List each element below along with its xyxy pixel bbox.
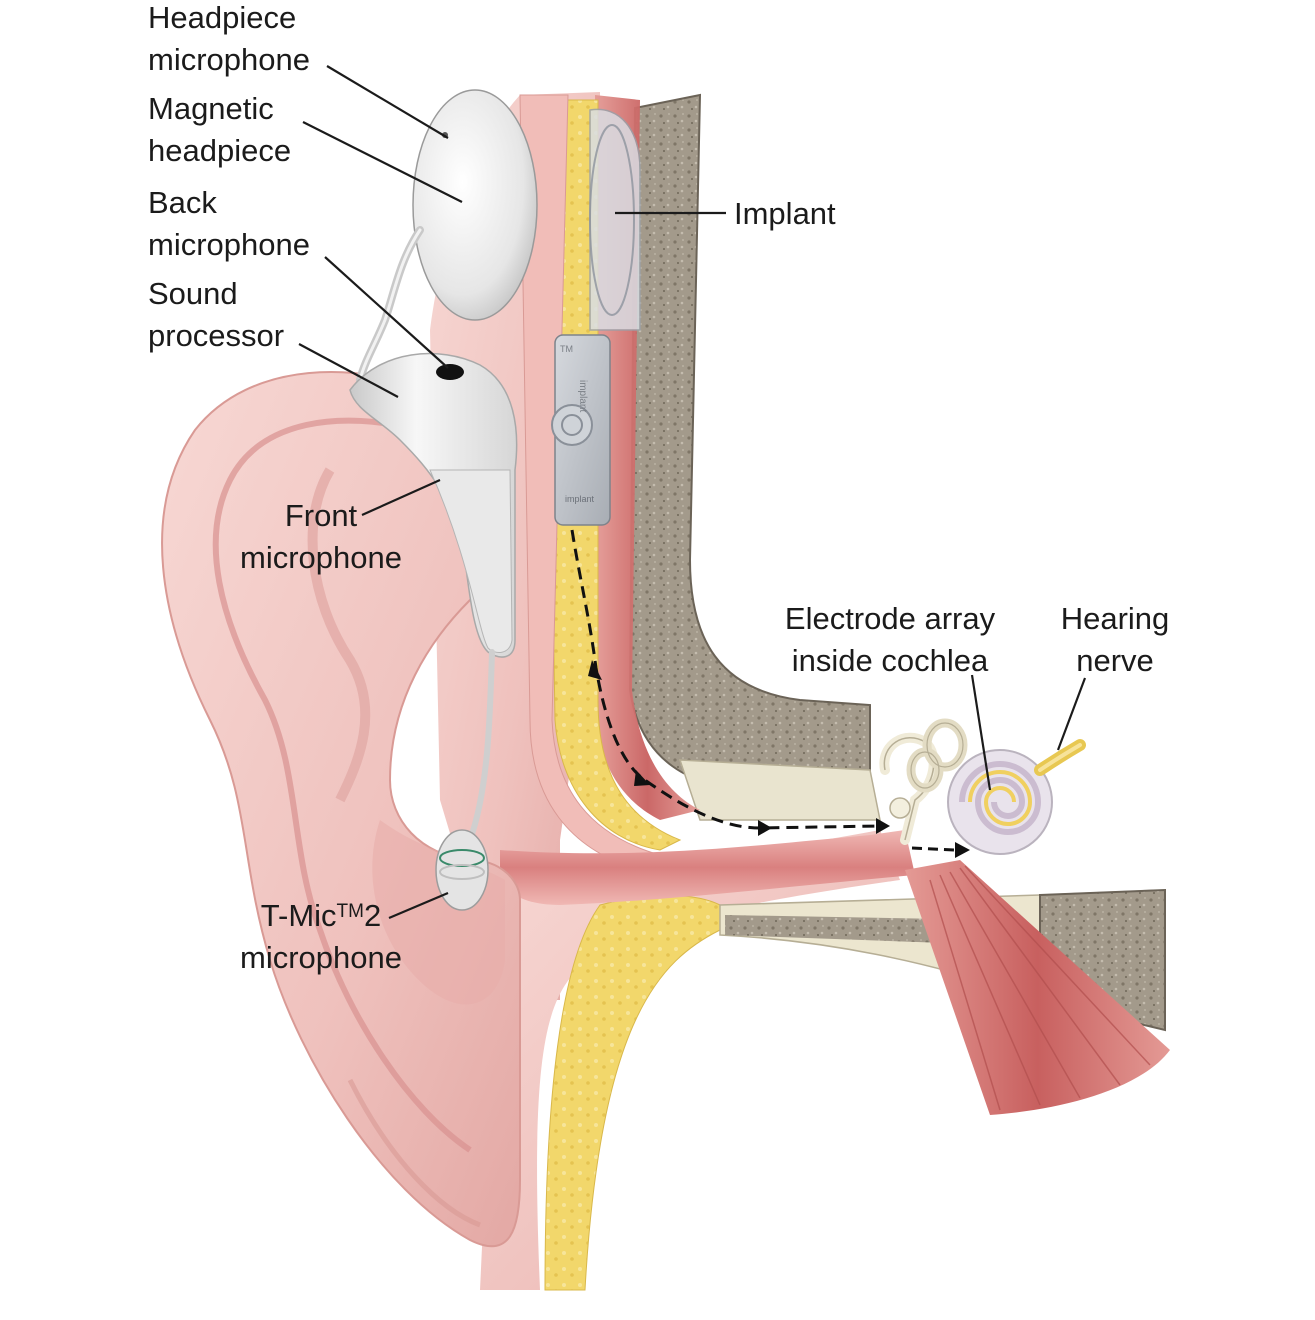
label-sound-processor: Sound processor [148, 273, 284, 357]
label-hearing-nerve-line1: Hearing [1060, 601, 1170, 636]
lead-arrow-1 [588, 660, 602, 680]
fat-layer-lower [544, 895, 721, 1291]
label-electrode-array-line1: Electrode array [784, 601, 996, 636]
label-hearing-nerve-line2: nerve [1076, 643, 1154, 678]
cochlea-arrow [955, 842, 970, 858]
label-front-microphone-line1: Front [284, 498, 358, 533]
fat-layer-vertical [547, 99, 682, 851]
label-front-microphone: Front microphone [226, 495, 416, 579]
label-implant: Implant [734, 196, 836, 231]
muscle-fan-fibers [929, 865, 1151, 1111]
back-microphone-port [436, 364, 464, 380]
label-sound-processor-line2: processor [148, 318, 285, 353]
ear-canal [500, 830, 915, 905]
leader-headpiece-microphone [326, 65, 449, 139]
label-t-mic-prefix: T-Mic [260, 898, 337, 933]
label-hearing-nerve: Hearing nerve [1045, 598, 1185, 682]
leader-electrode-array [970, 674, 992, 791]
lead-arrow-2 [634, 770, 650, 786]
lead-arrow-3 [758, 820, 772, 836]
label-sound-processor-line1: Sound [148, 276, 238, 311]
label-electrode-array-line2: inside cochlea [791, 643, 989, 678]
cochlea [947, 749, 1053, 855]
sound-processor-lower [429, 469, 513, 653]
leader-front-microphone [361, 478, 441, 517]
ear-pinna [161, 371, 521, 1248]
label-magnetic-headpiece-line2: headpiece [148, 133, 292, 168]
label-headpiece-microphone-line1: Headpiece [148, 0, 297, 35]
label-back-microphone: Back microphone [148, 182, 310, 266]
label-t-mic-suffix: 2 [363, 898, 382, 933]
leader-hearing-nerve [1056, 677, 1087, 751]
temporal-bone-vertical [628, 93, 871, 791]
label-headpiece-microphone: Headpiece microphone [148, 0, 310, 81]
label-t-mic-line1: T-MicTM2 [226, 895, 416, 937]
implant-small-label: implant [565, 494, 595, 504]
ear-helix-fold [212, 417, 472, 1153]
label-t-mic-superscript: TM [336, 901, 364, 922]
leader-sound-processor [298, 343, 399, 398]
magnetic-headpiece [412, 89, 538, 321]
label-electrode-array: Electrode array inside cochlea [770, 598, 1010, 682]
label-magnetic-headpiece: Magnetic headpiece [148, 88, 291, 172]
leader-t-mic [388, 891, 449, 920]
t-mic-2 [435, 829, 489, 911]
label-t-mic-line2: microphone [240, 940, 402, 975]
leader-magnetic-headpiece [302, 121, 463, 203]
implant: TM implant [551, 108, 641, 526]
implant-brand-vertical: implant [577, 380, 588, 413]
label-front-microphone-line2: microphone [240, 540, 402, 575]
lead-arrow-4 [876, 818, 890, 834]
leader-back-microphone [324, 256, 449, 369]
electrode-lead-path [570, 529, 881, 830]
label-magnetic-headpiece-line1: Magnetic [148, 91, 274, 126]
leader-lines [298, 65, 1087, 920]
label-t-mic: T-MicTM2 microphone [226, 895, 416, 979]
muscle-fan [905, 860, 1170, 1115]
label-back-microphone-line2: microphone [148, 227, 310, 262]
ear-lobe-shade [347, 1078, 481, 1228]
bone-slab-upper [678, 759, 881, 821]
label-headpiece-microphone-line2: microphone [148, 42, 310, 77]
ear-antihelix [307, 467, 371, 803]
label-back-microphone-line1: Back [148, 185, 217, 220]
implant-tm-mark: TM [560, 344, 573, 354]
t-mic-wire [467, 649, 495, 843]
electrode-cochlea-path [911, 846, 956, 852]
